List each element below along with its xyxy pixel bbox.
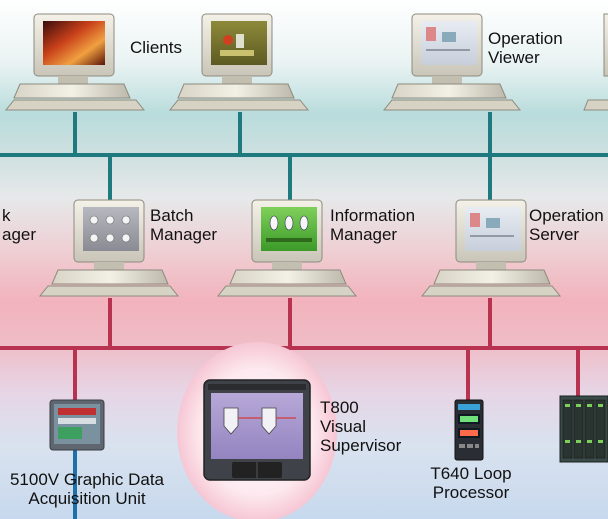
information-manager-label-line-2: Manager [330, 225, 398, 244]
batch-manager-label: Batch Manager [150, 206, 217, 244]
operation-viewer-label: Operation Viewer [488, 29, 563, 67]
operation-viewer-pc [382, 13, 522, 111]
partial-pc-top-right [583, 13, 608, 111]
graphic-data-unit-label-line-1: 5100V Graphic Data [9, 470, 165, 489]
teal-network [0, 112, 608, 200]
clients-label: Clients [130, 38, 182, 57]
loop-processor-device [454, 399, 484, 461]
partial-manager-label-line-2: ager [2, 225, 37, 244]
graphic-data-unit-label: 5100V Graphic Data Acquisition Unit [0, 470, 174, 508]
batch-manager-pc [38, 199, 180, 297]
visual-supervisor-label-line-3: Supervisor [320, 436, 402, 455]
batch-manager-screen [83, 207, 139, 251]
visual-supervisor-label-line-1: T800 [320, 398, 359, 417]
information-manager-pc [216, 199, 358, 297]
operation-server-label-line-2: Server [529, 225, 580, 244]
batch-manager-label-line-2: Manager [150, 225, 218, 244]
visual-supervisor-label: T800 Visual Supervisor [320, 398, 401, 455]
operation-viewer-label-line-1: Operation [488, 29, 563, 48]
operation-server-label: Operation Server [529, 206, 604, 244]
operation-server-label-line-1: Operation [529, 206, 604, 225]
client-screen-1 [43, 21, 105, 65]
loop-processor-label: T640 Loop Processor [420, 464, 522, 502]
operation-viewer-label-line-2: Viewer [488, 48, 540, 67]
partial-manager-label-line-1: k [2, 206, 11, 225]
graphic-data-unit-device [49, 399, 105, 451]
client-pc-2 [168, 13, 310, 111]
client-pc-1 [4, 13, 146, 111]
information-manager-label: Information Manager [330, 206, 415, 244]
partial-manager-label: k ager [2, 206, 36, 244]
graphic-data-unit-label-line-2: Acquisition Unit [28, 489, 146, 508]
operation-server-pc [420, 199, 562, 297]
batch-manager-label-line-1: Batch [150, 206, 194, 225]
loop-processor-label-line-2: Processor [432, 483, 510, 502]
loop-processor-label-line-1: T640 Loop [430, 464, 512, 483]
visual-supervisor-device [203, 379, 311, 481]
io-rack-device [559, 395, 608, 463]
information-manager-label-line-1: Information [330, 206, 416, 225]
visual-supervisor-label-line-2: Visual [320, 417, 366, 436]
